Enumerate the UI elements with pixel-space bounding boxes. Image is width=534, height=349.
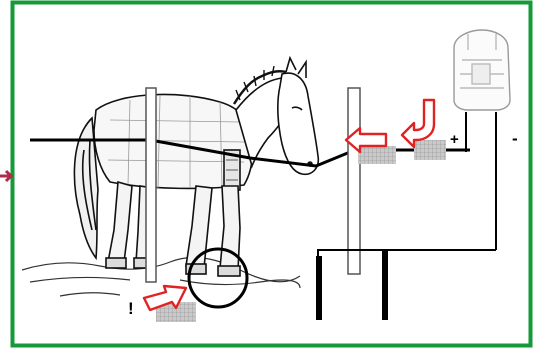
horse-icon — [73, 55, 320, 277]
arrow-shadow-curved — [414, 140, 446, 160]
left-edge-accent — [0, 169, 14, 183]
arrow-curved-down-icon — [400, 98, 436, 149]
arrow-shadow-ground — [156, 302, 196, 322]
negative-terminal-label: - — [512, 129, 518, 148]
energizer-icon — [453, 29, 511, 111]
positive-terminal-label: + — [450, 131, 459, 148]
warning-mark: ! — [128, 299, 134, 318]
ground-snow — [21, 256, 301, 297]
diagram-frame — [10, 0, 533, 348]
arrow-right-icon — [142, 284, 188, 312]
arrow-left-icon — [344, 126, 388, 154]
ground-rod-left — [316, 256, 322, 320]
arrow-shadow-wire — [358, 146, 396, 164]
ground-rod-right — [382, 250, 388, 320]
fence-post-right — [347, 87, 361, 275]
fence-post-left — [145, 87, 157, 283]
circle-highlight-icon — [187, 247, 249, 309]
